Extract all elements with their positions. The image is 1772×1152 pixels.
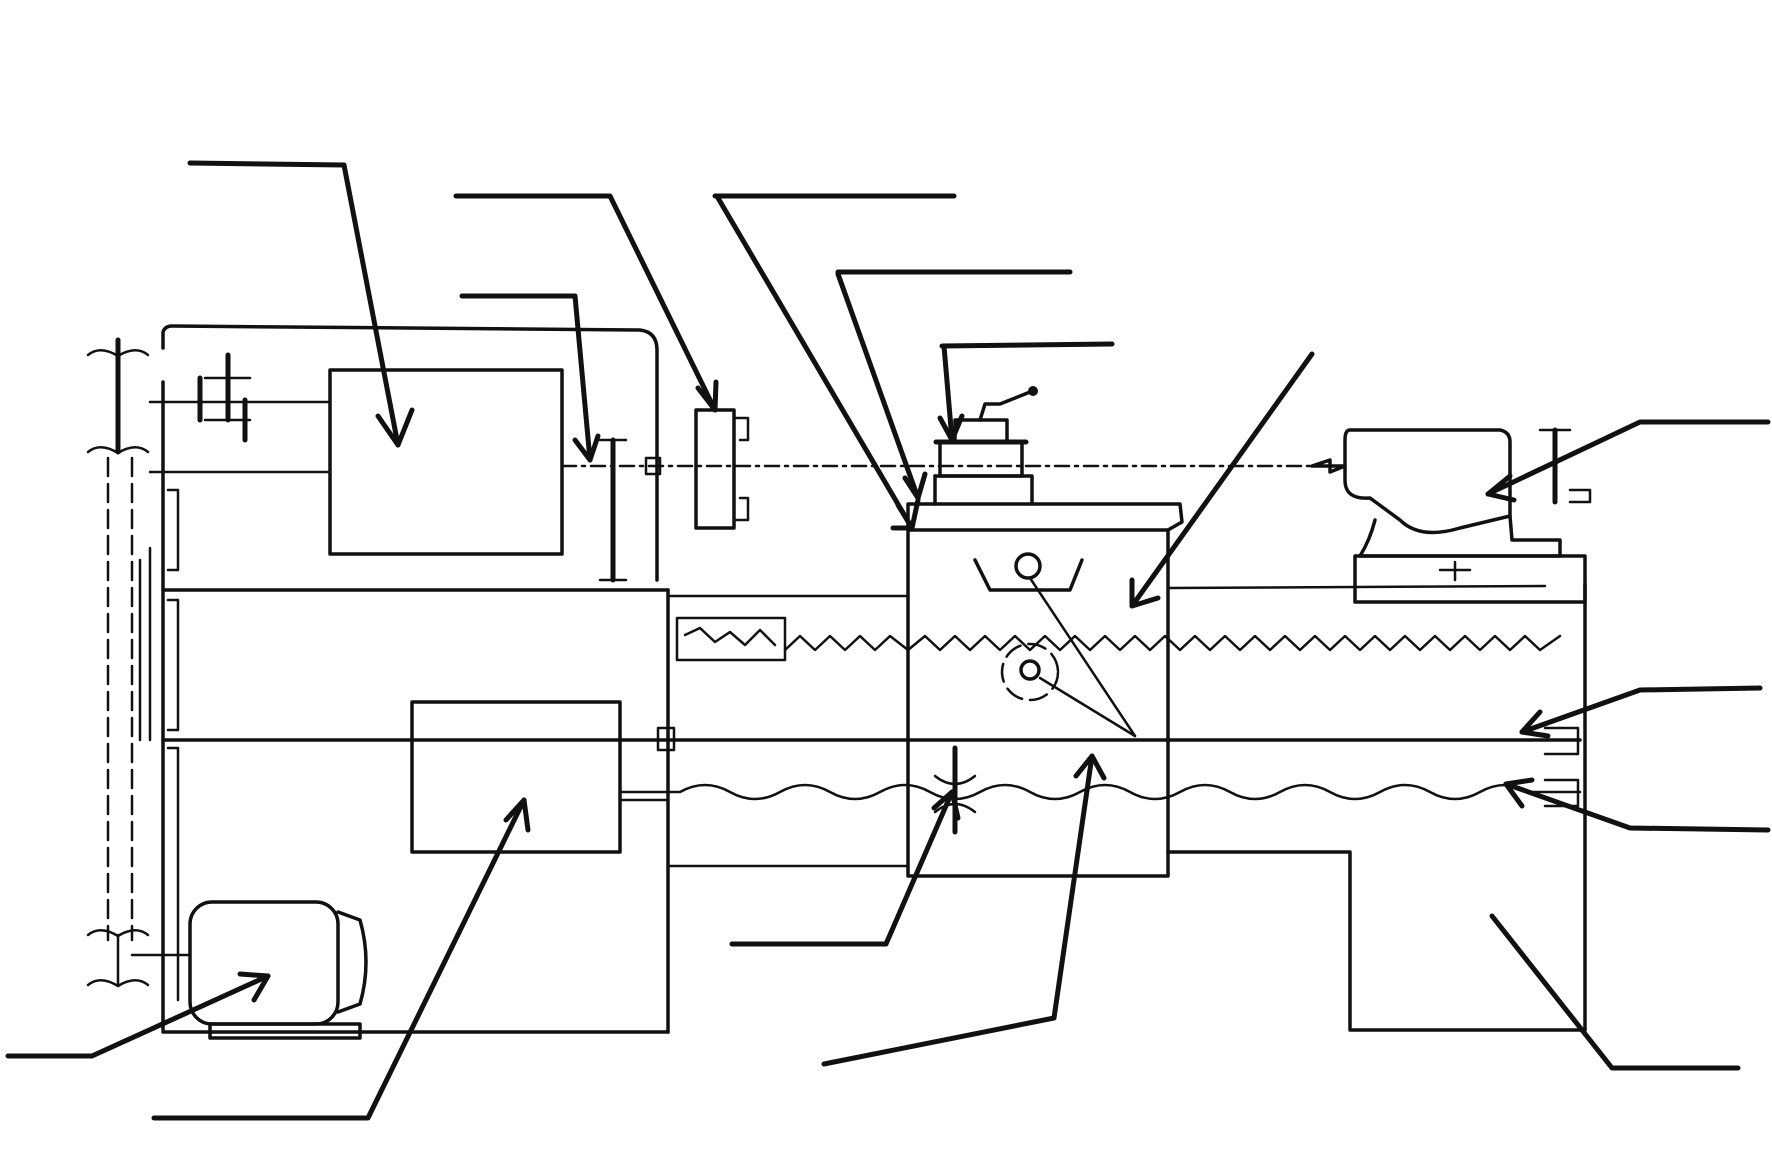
machine-outline <box>161 324 1587 1034</box>
leader-lines <box>5 160 1771 1121</box>
leader-lead-screw <box>1503 777 1771 833</box>
leader-apron-shaft <box>821 753 1107 1067</box>
leader-chuck <box>453 193 719 413</box>
carriage <box>906 474 1184 878</box>
leader-cross-slide <box>835 269 1073 501</box>
headstock-gearbox-box <box>328 368 564 556</box>
leader-bed-leg <box>1489 913 1741 1071</box>
spindle-gear <box>598 437 662 583</box>
lead-screw-line <box>618 783 1582 801</box>
tailstock-shape <box>1310 427 1592 604</box>
leader-feed-rod <box>1519 685 1763 739</box>
leader-half-nut <box>729 789 961 947</box>
feed-gearbox-box <box>410 700 622 854</box>
leader-feed-gearbox <box>151 797 531 1121</box>
rack-upper <box>783 634 1562 652</box>
leader-motor <box>5 971 271 1059</box>
leader-carriage <box>712 193 957 531</box>
leader-tool-post <box>937 341 1115 443</box>
leader-tailstock <box>1485 419 1771 503</box>
gear-train-symbols <box>86 337 332 1002</box>
leader-spindle <box>459 293 601 463</box>
chuck-body <box>694 408 736 530</box>
leader-apron <box>1129 351 1315 609</box>
leader-headstock-gearbox <box>187 160 415 448</box>
motor-shape <box>188 900 368 1040</box>
